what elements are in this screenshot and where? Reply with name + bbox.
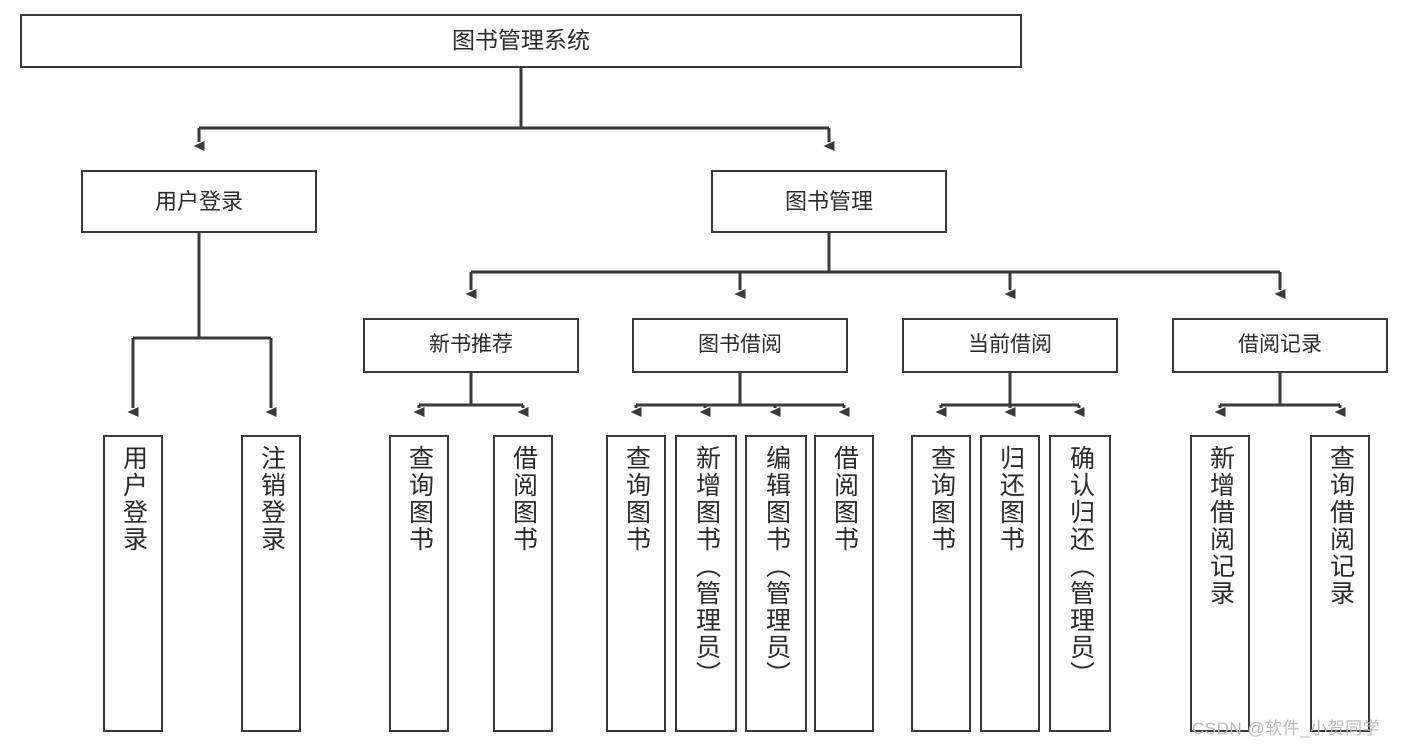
node-book-management[interactable]: 图书管理 (711, 170, 947, 233)
node-label: 查询借阅记录 (1326, 445, 1355, 607)
node-user-login[interactable]: 用户登录 (81, 170, 317, 233)
watermark-text: CSDN @软件_小贺同学 (1192, 719, 1381, 738)
node-label: 用户登录 (119, 445, 148, 553)
leaf-add-book-admin[interactable]: 新增图书（管理员） (675, 435, 737, 732)
leaf-edit-book-admin[interactable]: 编辑图书（管理员） (745, 435, 807, 732)
node-label: 图书借阅 (698, 333, 782, 357)
node-label: 借阅图书 (830, 445, 859, 553)
leaf-confirm-return-admin[interactable]: 确认归还（管理员） (1049, 435, 1111, 732)
node-label: 新增图书（管理员） (692, 445, 721, 688)
node-label: 归还图书 (996, 445, 1025, 553)
node-label: 查询图书 (927, 445, 956, 553)
node-label: 借阅记录 (1238, 333, 1322, 357)
leaf-return-book[interactable]: 归还图书 (980, 435, 1040, 732)
node-label: 查询图书 (405, 445, 434, 553)
leaf-borrow-book[interactable]: 借阅图书 (814, 435, 874, 732)
node-label: 图书管理 (784, 188, 873, 214)
leaf-query-borrow-record[interactable]: 查询借阅记录 (1310, 435, 1370, 732)
node-new-book-recommend[interactable]: 新书推荐 (363, 318, 579, 373)
node-label: 查询图书 (622, 445, 651, 553)
node-label: 借阅图书 (509, 445, 538, 553)
node-label: 图书管理系统 (452, 27, 590, 54)
leaf-query-book-newbook[interactable]: 查询图书 (389, 435, 449, 732)
node-current-borrow[interactable]: 当前借阅 (902, 318, 1118, 373)
leaf-query-book-borrow[interactable]: 查询图书 (606, 435, 666, 732)
node-label: 当前借阅 (968, 333, 1052, 357)
leaf-user-login[interactable]: 用户登录 (103, 435, 163, 732)
node-label: 新书推荐 (429, 333, 513, 357)
node-label: 用户登录 (154, 188, 243, 214)
node-book-borrow[interactable]: 图书借阅 (632, 318, 848, 373)
node-label: 注销登录 (257, 445, 286, 553)
leaf-logout-login[interactable]: 注销登录 (241, 435, 301, 732)
node-borrow-record[interactable]: 借阅记录 (1172, 318, 1388, 373)
leaf-add-borrow-record[interactable]: 新增借阅记录 (1190, 435, 1250, 732)
node-label: 编辑图书（管理员） (762, 445, 791, 688)
leaf-query-book-current[interactable]: 查询图书 (911, 435, 971, 732)
leaf-borrow-book-newbook[interactable]: 借阅图书 (493, 435, 553, 732)
node-label: 新增借阅记录 (1206, 445, 1235, 607)
node-label: 确认归还（管理员） (1066, 445, 1095, 688)
node-root-system[interactable]: 图书管理系统 (20, 14, 1022, 68)
